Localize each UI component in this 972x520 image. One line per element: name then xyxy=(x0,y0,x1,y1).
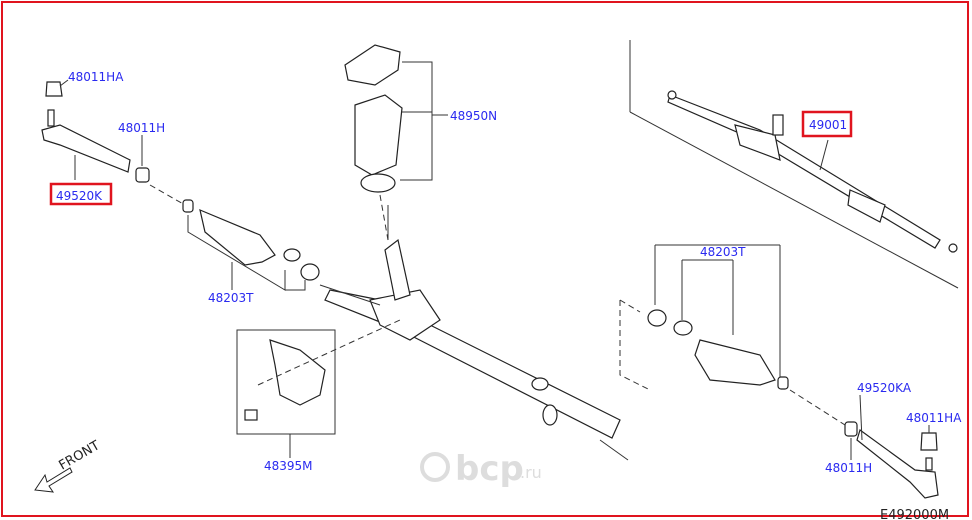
label-bracket[interactable]: 48395M xyxy=(264,459,313,473)
front-arrow-icon xyxy=(34,467,73,493)
tie-rod-end-right xyxy=(844,394,939,499)
highlight-box-49520K xyxy=(49,182,113,206)
svg-text:.ru: .ru xyxy=(520,463,542,482)
watermark: bcp .ru xyxy=(420,449,542,489)
highlight-box-49001 xyxy=(801,110,853,138)
label-tie-rod-end-right[interactable]: 49520KA xyxy=(857,381,912,395)
front-label: FRONT xyxy=(57,438,103,473)
svg-text:bcp: bcp xyxy=(455,449,524,489)
boot-right xyxy=(619,244,846,426)
label-nut-right[interactable]: 48011HA xyxy=(906,411,962,425)
boot-left xyxy=(182,199,381,306)
steering-rack-housing xyxy=(324,205,629,461)
label-locknut-left[interactable]: 48011H xyxy=(118,121,165,135)
bracket-box xyxy=(236,319,401,458)
tie-rod-end-left xyxy=(41,79,186,206)
label-boot-left[interactable]: 48203T xyxy=(208,291,254,305)
label-locknut-right[interactable]: 48011H xyxy=(825,461,872,475)
label-nut-left[interactable]: 48011HA xyxy=(68,70,124,84)
label-gear-assembly[interactable]: 49001 xyxy=(809,118,847,132)
label-boot-kit[interactable]: 48950N xyxy=(450,109,497,123)
gear-assembly-inset xyxy=(629,40,959,289)
boot-kit-top xyxy=(344,44,448,241)
label-boot-right[interactable]: 48203T xyxy=(700,245,746,259)
label-tie-rod-end-left[interactable]: 49520K xyxy=(56,189,103,203)
diagram-code: E492000M xyxy=(880,508,949,520)
